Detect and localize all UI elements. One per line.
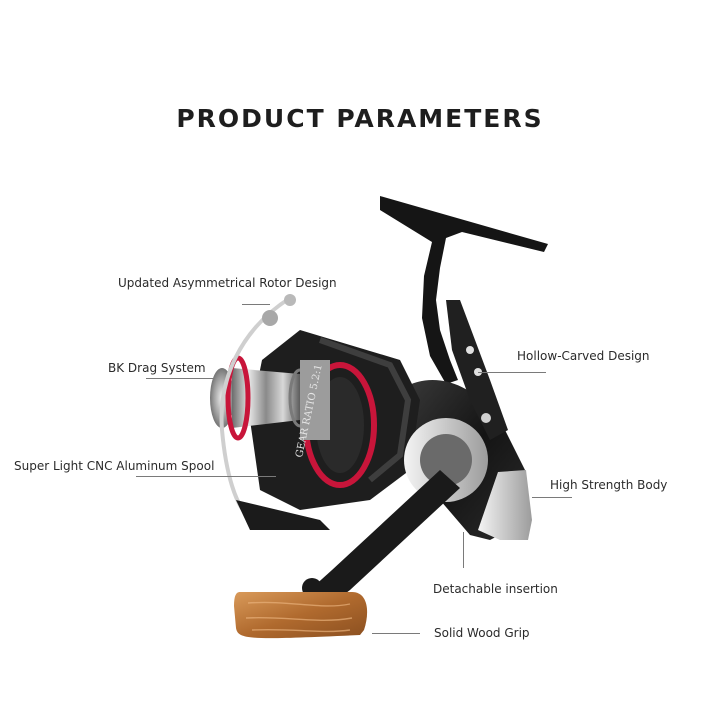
label-insertion: Detachable insertion xyxy=(433,582,558,596)
gear-cap-center xyxy=(420,434,472,486)
label-body: High Strength Body xyxy=(550,478,668,492)
leader-drag xyxy=(146,378,214,379)
spool-accent-front xyxy=(225,355,251,441)
label-spool: Super Light CNC Aluminum Spool xyxy=(14,459,215,473)
stem-screw xyxy=(481,413,491,423)
handle-arm xyxy=(312,470,460,605)
page-title: PRODUCT PARAMETERS xyxy=(176,104,544,133)
reel-foot xyxy=(380,196,548,384)
label-hollow: Hollow-Carved Design xyxy=(517,349,650,363)
leader-insertion xyxy=(463,532,464,568)
body-rear-plate xyxy=(478,470,532,540)
label-grip: Solid Wood Grip xyxy=(434,626,530,640)
leader-rotor xyxy=(242,304,270,305)
leader-spool xyxy=(136,476,276,477)
bail-lower-arm xyxy=(236,500,330,530)
label-rotor: Updated Asymmetrical Rotor Design xyxy=(118,276,337,290)
wood-grip-knob xyxy=(234,592,368,639)
leader-hollow xyxy=(478,372,546,373)
label-drag: BK Drag System xyxy=(108,361,206,375)
leader-body xyxy=(532,497,572,498)
wood-grain xyxy=(245,601,353,633)
rotor-arm xyxy=(318,337,412,483)
stem-hole-1 xyxy=(466,346,474,354)
leader-grip xyxy=(372,633,420,634)
bail-arm-pivot xyxy=(262,310,278,326)
bail-wire xyxy=(219,296,292,518)
line-roller xyxy=(284,294,296,306)
spool-skirt xyxy=(300,360,330,440)
